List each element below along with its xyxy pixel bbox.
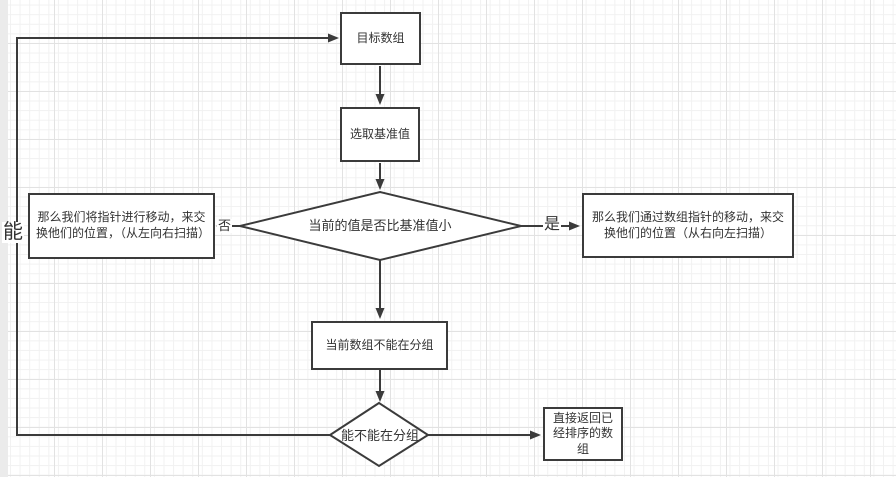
arrowhead-cannot-to-decision — [375, 391, 385, 402]
arrowhead-target-to-pivot — [375, 94, 385, 105]
node-swap-left-to-right-label: 那么我们将指针进行移动，来交换他们的位置，（从左向右扫描） — [36, 210, 211, 240]
node-target-array[interactable]: 目标数组 — [340, 12, 421, 65]
node-array-cannot-partition[interactable]: 当前数组不能在分组 — [311, 321, 448, 370]
node-return-sorted-label: 直接返回已经排序的数组 — [552, 410, 613, 456]
edge-label-can[interactable]: 能 — [2, 221, 24, 243]
node-return-sorted[interactable]: 直接返回已经排序的数组 — [543, 407, 623, 461]
arrowhead-compare-to-cannot — [375, 308, 385, 319]
node-can-partition-shape[interactable] — [328, 401, 430, 468]
edge-label-no[interactable]: 否 — [217, 218, 233, 233]
node-swap-right-to-left-label: 那么我们通过数组指针的移动，来交换他们的位置（从右向左扫描） — [591, 209, 784, 240]
node-can-partition-label: 能不能在分组 — [340, 428, 419, 443]
node-target-array-label: 目标数组 — [356, 30, 405, 45]
node-select-pivot-label: 选取基准值 — [349, 126, 410, 141]
edge-label-yes[interactable]: 是 — [543, 216, 562, 234]
loop-back-arrowhead — [328, 33, 339, 43]
node-swap-right-to-left[interactable]: 那么我们通过数组指针的移动，来交换他们的位置（从右向左扫描） — [582, 193, 794, 258]
node-select-pivot[interactable]: 选取基准值 — [340, 107, 420, 162]
arrowhead-pivot-to-compare — [375, 179, 385, 190]
arrowhead-yes-branch — [569, 221, 580, 231]
node-swap-left-to-right[interactable]: 那么我们将指针进行移动，来交换他们的位置，（从左向右扫描） — [28, 193, 215, 259]
arrowhead-decision-to-return — [530, 430, 541, 440]
node-compare-decision-label: 当前的值是否比基准值小 — [308, 218, 452, 233]
node-array-cannot-partition-label: 当前数组不能在分组 — [325, 337, 434, 352]
